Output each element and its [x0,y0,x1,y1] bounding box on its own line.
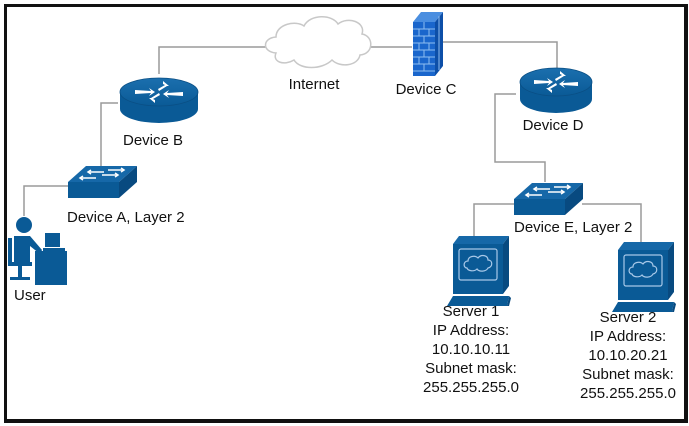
link-deviced-devicee [494,93,546,182]
device-b-label: Device B [122,132,184,149]
internet-label: Internet [288,76,340,93]
switch-icon [514,183,583,215]
server2-mask-label: Subnet mask: [582,366,674,383]
server2-ip: 10.10.20.21 [588,347,668,364]
link-devicee-server2 [582,203,642,242]
server1-info: Server 1 IP Address: 10.10.10.11 Subnet … [423,302,519,397]
server2-info: Server 2 IP Address: 10.10.20.21 Subnet … [580,308,676,403]
link-devicee-server1 [473,203,516,237]
cloud-icon [264,16,372,69]
server2-mask: 255.255.255.0 [580,385,676,402]
server2-name: Server 2 [599,309,657,326]
link-devicea-user [23,185,68,216]
firewall-icon [413,12,443,76]
server1-name: Server 1 [442,303,500,320]
server2-ip-label: IP Address: [589,328,667,345]
server1-mask: 255.255.255.0 [423,379,519,396]
link-deviceb-internet [158,46,268,74]
link-devicec-deviced [443,41,558,68]
user-workstation-icon [8,217,67,285]
router-icon [519,67,593,113]
switch-icon [68,166,137,198]
server1-mask-label: Subnet mask: [425,360,517,377]
server1-ip-label: IP Address: [432,322,510,339]
device-a-label: Device A, Layer 2 [67,209,185,226]
link-deviceb-devicea [100,102,118,170]
user-label: User [14,287,46,304]
server1-ip: 10.10.10.11 [431,341,511,358]
router-icon [119,77,199,123]
server-terminal-icon [447,236,511,306]
device-c-label: Device C [395,81,457,98]
device-d-label: Device D [522,117,584,134]
server-terminal-icon [612,242,676,312]
device-e-label: Device E, Layer 2 [514,219,633,236]
